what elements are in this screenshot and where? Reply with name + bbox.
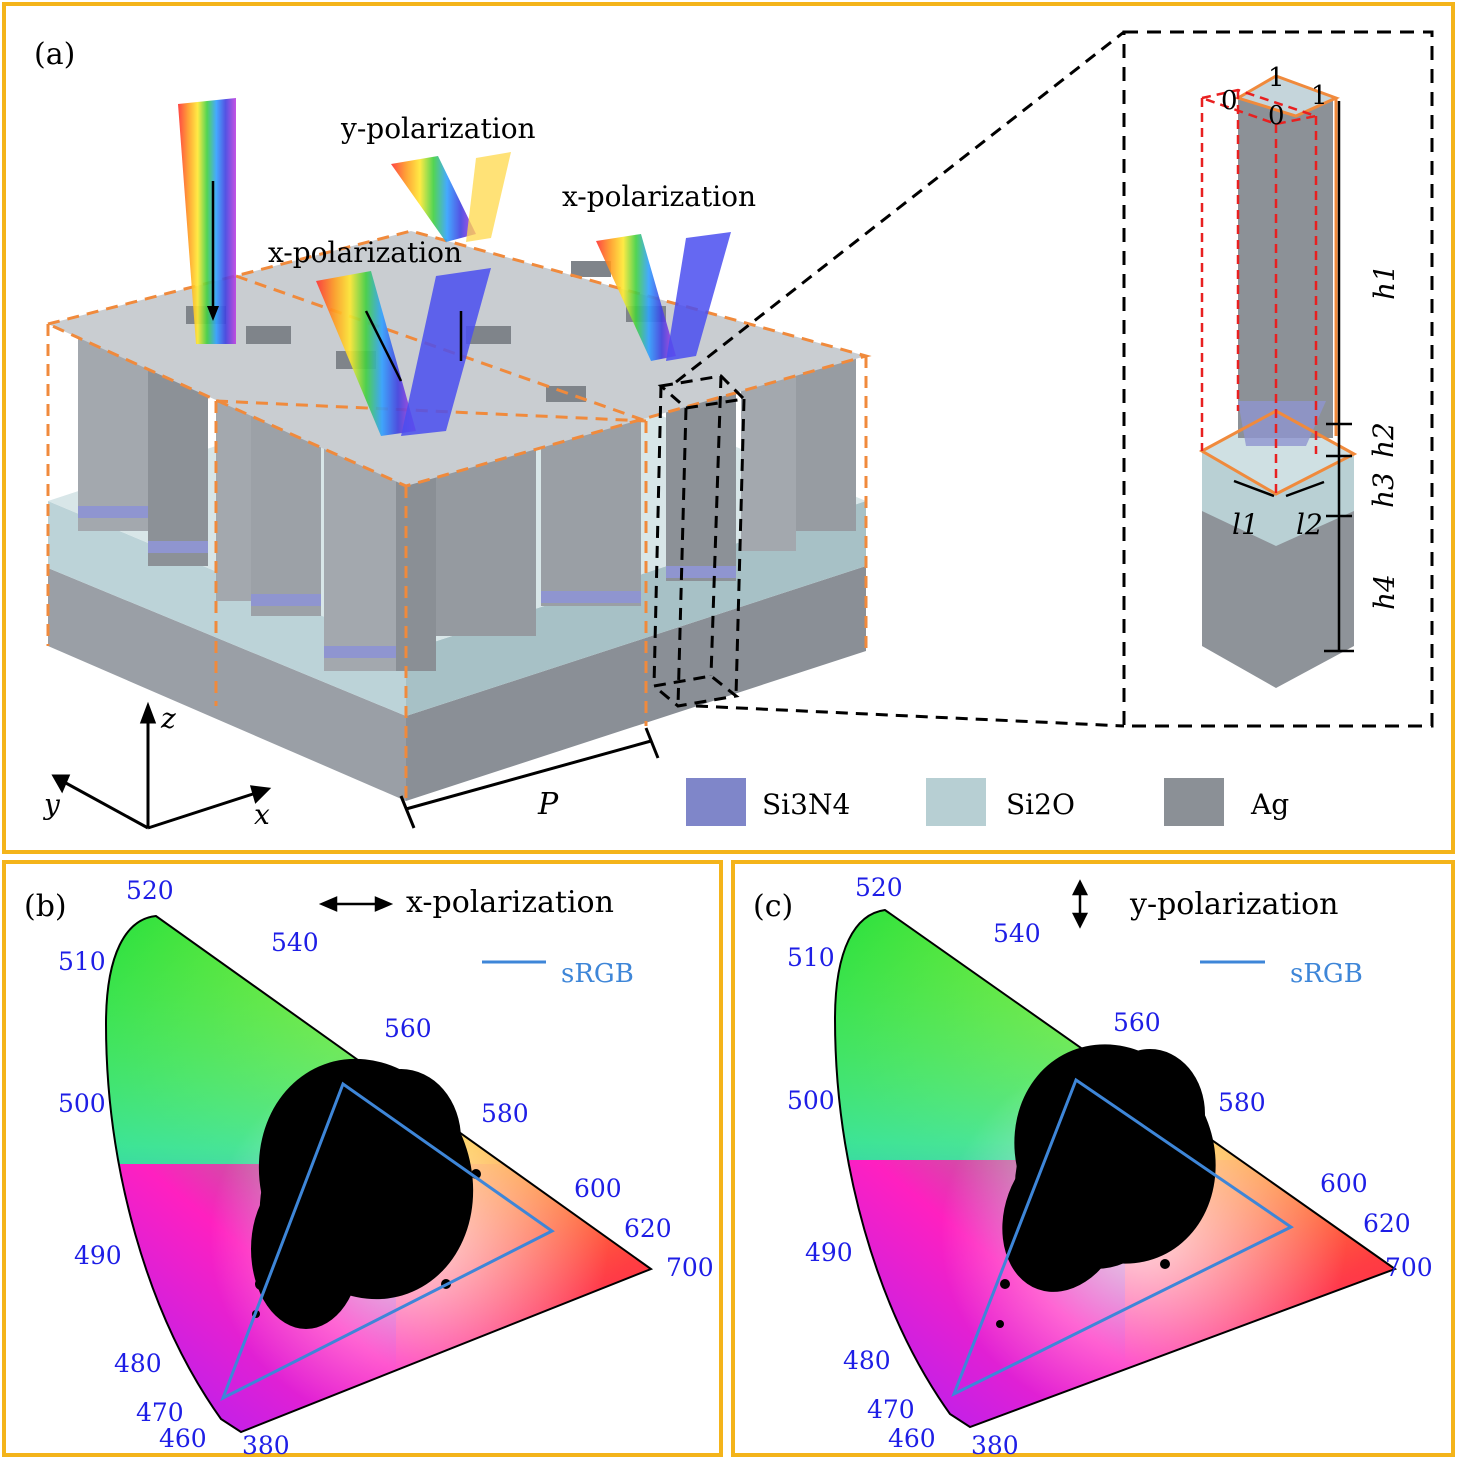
wl-480: 480 (843, 1346, 891, 1375)
material-legend: Si3N4 Si2O Ag (686, 778, 1289, 826)
srgb-legend-label: sRGB (561, 959, 634, 989)
wl-500: 500 (787, 1086, 835, 1115)
srgb-triangle (951, 1077, 1294, 1398)
length-l1: l1 (1232, 508, 1259, 541)
panel-c: (c) y-polarization sRGB 520 540 510 560 … (731, 860, 1455, 1459)
length-l2: l2 (1296, 508, 1323, 541)
wl-500: 500 (58, 1089, 106, 1118)
label-y-polarization: y-polarization (340, 112, 536, 145)
beam-y-polarization (391, 152, 511, 242)
wl-510: 510 (58, 947, 106, 976)
height-h3: h3 (1367, 472, 1400, 508)
srgb-triangle (220, 1081, 555, 1402)
spectral-locus (104, 914, 654, 1434)
wl-580: 580 (1218, 1088, 1266, 1117)
axis-x: x (254, 798, 270, 831)
wavelength-labels: 520 540 510 560 500 580 600 620 490 700 … (58, 876, 714, 1459)
label-x-polarization-mid: x-polarization (268, 236, 462, 269)
legend-label-ag: Ag (1250, 788, 1289, 821)
wl-480: 480 (114, 1349, 162, 1378)
beam-x-polarization-right (596, 232, 731, 361)
wl-700: 700 (666, 1253, 714, 1282)
axis-z: z (160, 702, 176, 735)
panel-a: (a) (2, 2, 1455, 854)
wl-520: 520 (126, 876, 174, 905)
wl-620: 620 (1363, 1209, 1411, 1238)
wl-470: 470 (867, 1395, 915, 1424)
wl-580: 580 (481, 1099, 529, 1128)
wl-620: 620 (624, 1214, 672, 1243)
panel-b-label: (b) (24, 889, 67, 924)
panel-a-label: (a) (34, 37, 75, 72)
legend-swatch-si3n4 (686, 778, 746, 826)
legend-label-si3n4: Si3N4 (762, 788, 850, 821)
panel-c-label: (c) (753, 889, 793, 924)
corner-label-4: 0 (1268, 101, 1285, 131)
spectral-locus (833, 908, 1398, 1429)
wl-380: 380 (971, 1431, 1019, 1459)
color-point-cloud (996, 1044, 1216, 1328)
panel-c-chromaticity: (c) y-polarization sRGB 520 540 510 560 … (753, 873, 1433, 1459)
legend-swatch-ag (1164, 778, 1224, 826)
wl-490: 490 (805, 1238, 853, 1267)
zoomed-unit-cell (1197, 74, 1358, 688)
wl-700: 700 (1385, 1253, 1433, 1282)
panel-b: (b) x-polarization sRGB 520 540 510 560 … (2, 860, 723, 1459)
wl-560: 560 (1113, 1008, 1161, 1037)
zoom-box (1122, 30, 1434, 728)
panel-b-chromaticity: (b) x-polarization sRGB 520 540 510 560 … (24, 876, 714, 1459)
wl-510: 510 (787, 943, 835, 972)
wl-600: 600 (574, 1174, 622, 1203)
height-h2: h2 (1367, 422, 1400, 458)
panel-a-diagram: (a) (34, 30, 1434, 831)
corner-label-1: 1 (1268, 63, 1285, 93)
wl-560: 560 (384, 1014, 432, 1043)
panel-c-polarization: y-polarization (1129, 887, 1339, 922)
wl-600: 600 (1320, 1169, 1368, 1198)
label-x-polarization-right: x-polarization (562, 180, 756, 213)
incident-beam-left (178, 98, 236, 344)
wl-460: 460 (159, 1424, 207, 1453)
wl-380: 380 (242, 1431, 290, 1459)
beam-x-polarization-mid (316, 268, 491, 436)
wl-460: 460 (888, 1424, 936, 1453)
dimension-arrows (1233, 101, 1354, 653)
height-h4: h4 (1368, 574, 1401, 610)
polarization-arrow-horizontal (318, 896, 394, 912)
wl-540: 540 (993, 919, 1041, 948)
axis-y: y (42, 788, 61, 821)
wl-490: 490 (74, 1241, 122, 1270)
unit-cell-outline (43, 229, 872, 801)
corner-label-3: 1 (1311, 81, 1328, 111)
period-label: P (537, 787, 559, 822)
polarization-arrow-vertical (1071, 879, 1089, 929)
wavelength-labels: 520 540 510 560 500 580 600 620 490 700 … (787, 873, 1433, 1459)
corner-label-2: 0 (1221, 86, 1238, 116)
wl-520: 520 (855, 873, 903, 902)
coordinate-axes (51, 701, 272, 830)
wl-470: 470 (136, 1398, 184, 1427)
srgb-legend-label: sRGB (1290, 959, 1363, 989)
highlighted-cell (650, 30, 1125, 728)
legend-label-si2o: Si2O (1006, 788, 1075, 821)
panel-b-polarization: x-polarization (406, 885, 614, 920)
wl-540: 540 (271, 928, 319, 957)
period-arrow (399, 727, 660, 829)
height-h1: h1 (1368, 264, 1401, 300)
legend-swatch-si2o (926, 778, 986, 826)
